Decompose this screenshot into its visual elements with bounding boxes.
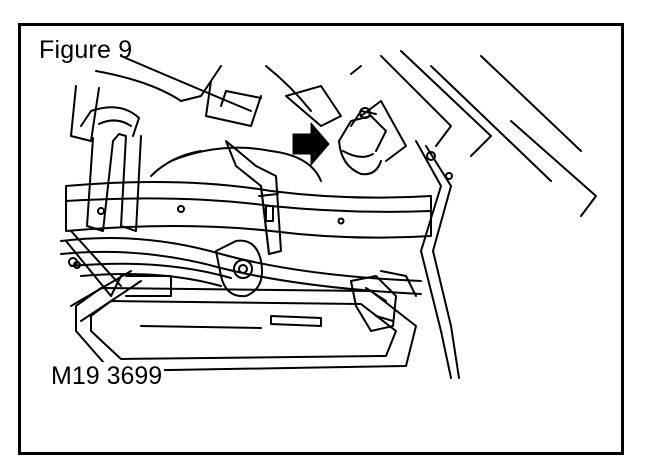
figure-reference-number: M19 3699 [49, 362, 165, 391]
figure-frame: Figure 9 M19 3699 [18, 23, 624, 455]
left-tie-rods [65, 230, 142, 322]
left-mount-bracket [80, 106, 142, 232]
technical-illustration [60, 50, 597, 379]
leaf-spring [60, 236, 422, 295]
upper-body-structure [70, 55, 362, 142]
crossbeam [65, 146, 432, 239]
right-arrow-icon [292, 122, 330, 166]
lower-right-bracket [350, 270, 417, 332]
shock-absorber-mount [338, 100, 407, 176]
side-frame-rails [380, 50, 597, 379]
figure-title: Figure 9 [39, 36, 133, 64]
central-hanger-bracket [225, 140, 282, 255]
lower-pan [75, 275, 417, 372]
